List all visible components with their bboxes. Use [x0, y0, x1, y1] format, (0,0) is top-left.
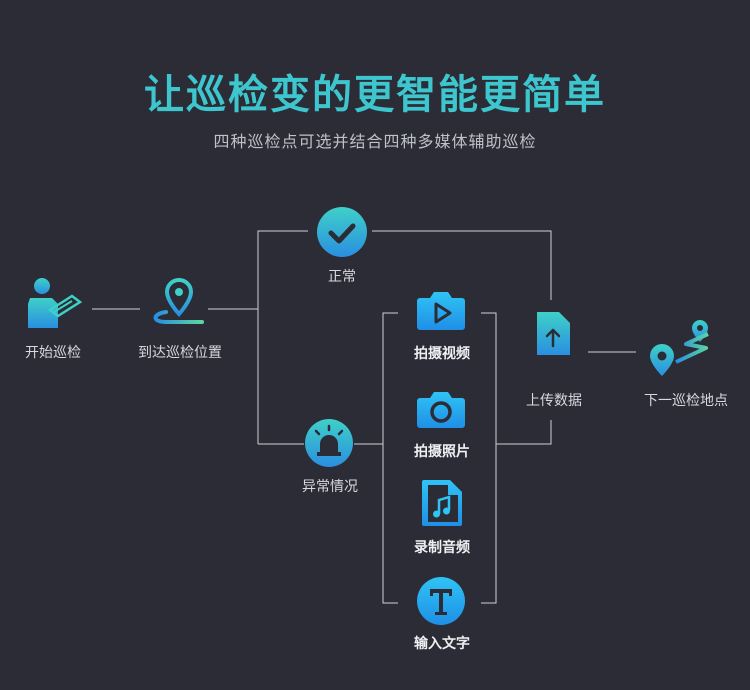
upload-document-icon	[537, 312, 570, 382]
node-upload-label: 上传数据	[526, 393, 582, 409]
audio-file-icon	[422, 480, 462, 526]
bracket-media-right	[481, 312, 497, 604]
page-title: 让巡检变的更智能更简单	[144, 72, 606, 118]
node-abnormal-label: 异常情况	[302, 479, 358, 495]
connector-normal-upload	[372, 230, 552, 300]
node-arrive-label: 到达巡检位置	[138, 345, 222, 361]
media-audio-label: 录制音频	[414, 540, 470, 556]
location-pin-icon	[153, 278, 204, 324]
connector-media-upload	[496, 420, 552, 445]
route-navigation-icon	[650, 320, 709, 376]
bracket-media-left	[382, 312, 398, 604]
node-next-label: 下一巡检地点	[644, 393, 728, 409]
page-subtitle: 四种巡检点可选并结合四种多媒体辅助巡检	[213, 132, 537, 151]
node-normal-label: 正常	[328, 269, 356, 285]
connector-branch-normal	[257, 230, 308, 444]
media-text-label: 输入文字	[414, 636, 470, 652]
video-camera-icon	[417, 292, 465, 330]
node-start-label: 开始巡检	[25, 345, 81, 361]
inspector-writing-icon	[28, 278, 83, 328]
media-photo-label: 拍摄照片	[414, 444, 470, 460]
media-video-label: 拍摄视频	[414, 346, 470, 362]
photo-camera-icon	[417, 392, 465, 428]
text-input-icon	[417, 577, 465, 625]
alarm-siren-icon	[305, 419, 353, 467]
check-circle-icon	[317, 207, 367, 257]
